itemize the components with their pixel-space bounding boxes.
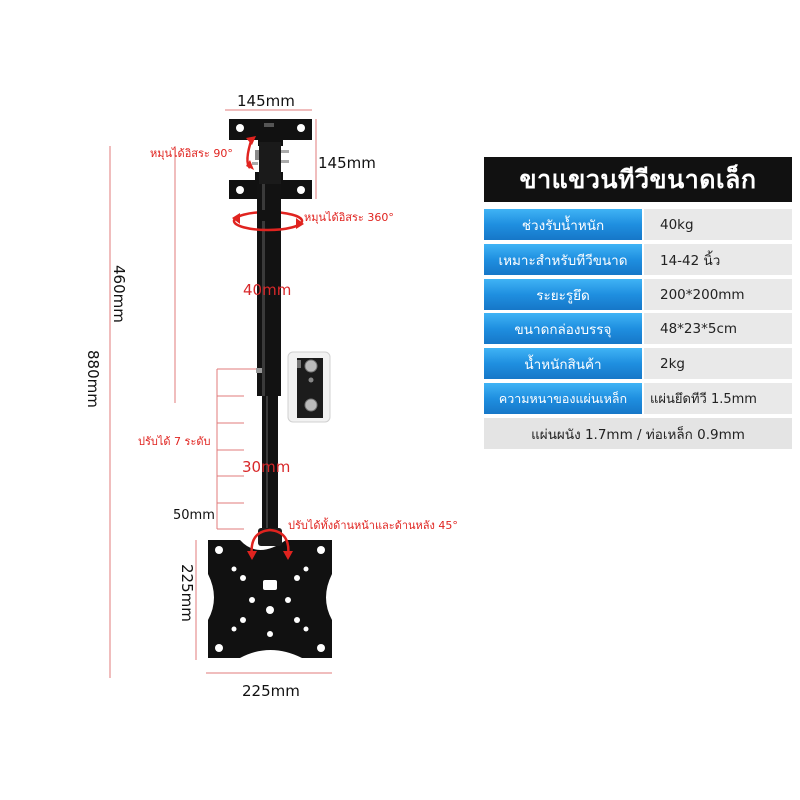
top-height-label: 145mm	[318, 154, 376, 172]
spec-label: ความหนาของแผ่นเหล็ก	[484, 383, 642, 414]
tilt-45-arrow-icon	[250, 528, 290, 557]
top-width-label: 145mm	[237, 92, 295, 110]
tv-mount-plate	[208, 528, 332, 658]
ceiling-plate	[229, 119, 312, 146]
spec-value: 2kg	[644, 348, 792, 379]
spec-label: ช่วงรับน้ำหนัก	[484, 209, 642, 240]
spec-label: ระยะรูยึด	[484, 279, 642, 310]
tilt-45-note: ปรับได้ทั้งด้านหน้าและด้านหลัง 45°	[288, 519, 458, 532]
tilt-90-note: หมุนได้อิสระ 90°	[150, 147, 233, 160]
spec-label: เหมาะสำหรับทีวีขนาด	[484, 244, 642, 275]
product-illustration: 145mm 145mm 460mm 880mm 40mm 30mm 50mm 2…	[84, 92, 458, 700]
plate-height-label: 225mm	[178, 564, 196, 622]
spec-value: 14-42 นิ้ว	[644, 244, 792, 275]
spec-value: แผ่นยึดทีวี 1.5mm	[644, 383, 792, 414]
swivel-360-arrow-icon	[232, 210, 304, 232]
spec-row: เหมาะสำหรับทีวีขนาด 14-42 นิ้ว	[484, 244, 792, 275]
levels-7-note: ปรับได้ 7 ระดับ	[138, 435, 211, 448]
spec-label: ขนาดกล่องบรรจุ	[484, 313, 642, 344]
upper-pole-diameter-label: 40mm	[243, 281, 292, 299]
spec-label: น้ำหนักสินค้า	[484, 348, 642, 379]
spec-row: ระยะรูยึด 200*200mm	[484, 279, 792, 310]
spec-row: น้ำหนักสินค้า 2kg	[484, 348, 792, 379]
swivel-360-note: หมุนได้อิสระ 360°	[304, 211, 394, 224]
spec-title: ขาแขวนทีวีขนาดเล็ก	[484, 157, 792, 202]
step-label: 50mm	[173, 508, 215, 523]
spec-value: 48*23*5cm	[644, 313, 792, 344]
lower-pole-diameter-label: 30mm	[242, 458, 291, 476]
spec-footer: แผ่นผนัง 1.7mm / ท่อเหล็ก 0.9mm	[484, 418, 792, 449]
ceiling-mount-drawing	[109, 109, 332, 678]
total-height-label: 880mm	[84, 350, 102, 408]
spec-row: ช่วงรับน้ำหนัก 40kg	[484, 209, 792, 240]
spec-value: 40kg	[644, 209, 792, 240]
spec-row: ขนาดกล่องบรรจุ 48*23*5cm	[484, 313, 792, 344]
spec-value: 200*200mm	[644, 279, 792, 310]
pole-detail-inset	[287, 351, 331, 423]
pole-length-label: 460mm	[110, 265, 128, 323]
spec-row: ความหนาของแผ่นเหล็ก แผ่นยึดทีวี 1.5mm	[484, 383, 792, 414]
plate-width-label: 225mm	[242, 682, 300, 700]
